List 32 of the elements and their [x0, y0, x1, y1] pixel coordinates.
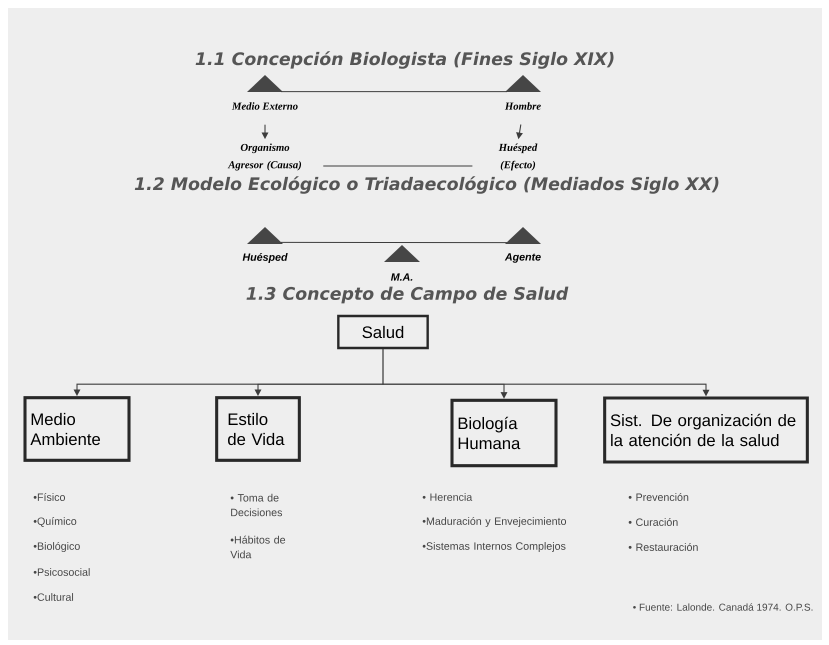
section-heading: 1.1 Concepción Biologista (Fines Siglo XIX) [196, 51, 614, 69]
section-heading: 1.2 Modelo Ecológico o Triadaecológico (Mediados Siglo XX) [134, 176, 718, 194]
node-label: M.A. [390, 273, 412, 281]
node-label: Agente [504, 253, 541, 263]
category-box: Medio Ambiente [23, 396, 131, 462]
bullet-item: • Curación [628, 518, 678, 526]
bullet-item: •Sistemas Internos Complejos [422, 542, 566, 552]
category-box: Biología Humana [450, 398, 558, 468]
bullet-item: •Maduración y Envejecimiento [422, 516, 566, 528]
node-label: Organismo Agresor (Causa) [228, 144, 302, 170]
node-label: Huésped [242, 252, 288, 264]
bullet-item: •Hábitos de Vida [230, 536, 286, 558]
root-box: Salud [337, 314, 429, 350]
bullet-item: •Químico [34, 517, 76, 527]
node-label: Hombre [504, 102, 541, 110]
bullet-item: •Cultural [34, 593, 74, 601]
node-label: Medio Externo [232, 102, 298, 110]
node-label: Huésped (Efecto) [498, 144, 538, 170]
section-heading: 1.3 Concepto de Campo de Salud [246, 286, 568, 304]
connector [323, 165, 472, 167]
bullet-item: • Restauración [628, 543, 698, 551]
bullet-item: • Herencia [422, 493, 472, 501]
bullet-item: • Prevención [628, 493, 688, 501]
connector [281, 242, 507, 244]
category-box: Estilo de Vida [215, 396, 301, 462]
bullet-item: •Psicosocial [34, 568, 90, 576]
bullet-item: •Físico [34, 493, 65, 501]
connector [281, 91, 507, 92]
bullet-item: •Biológico [34, 542, 80, 552]
category-box: Sist. De organización de la atención de la salud [603, 396, 809, 464]
source-note: • Fuente: Lalonde. Canadá 1974. O.P.S. [633, 603, 812, 611]
bullet-item: • Toma de Decisiones [230, 494, 282, 516]
